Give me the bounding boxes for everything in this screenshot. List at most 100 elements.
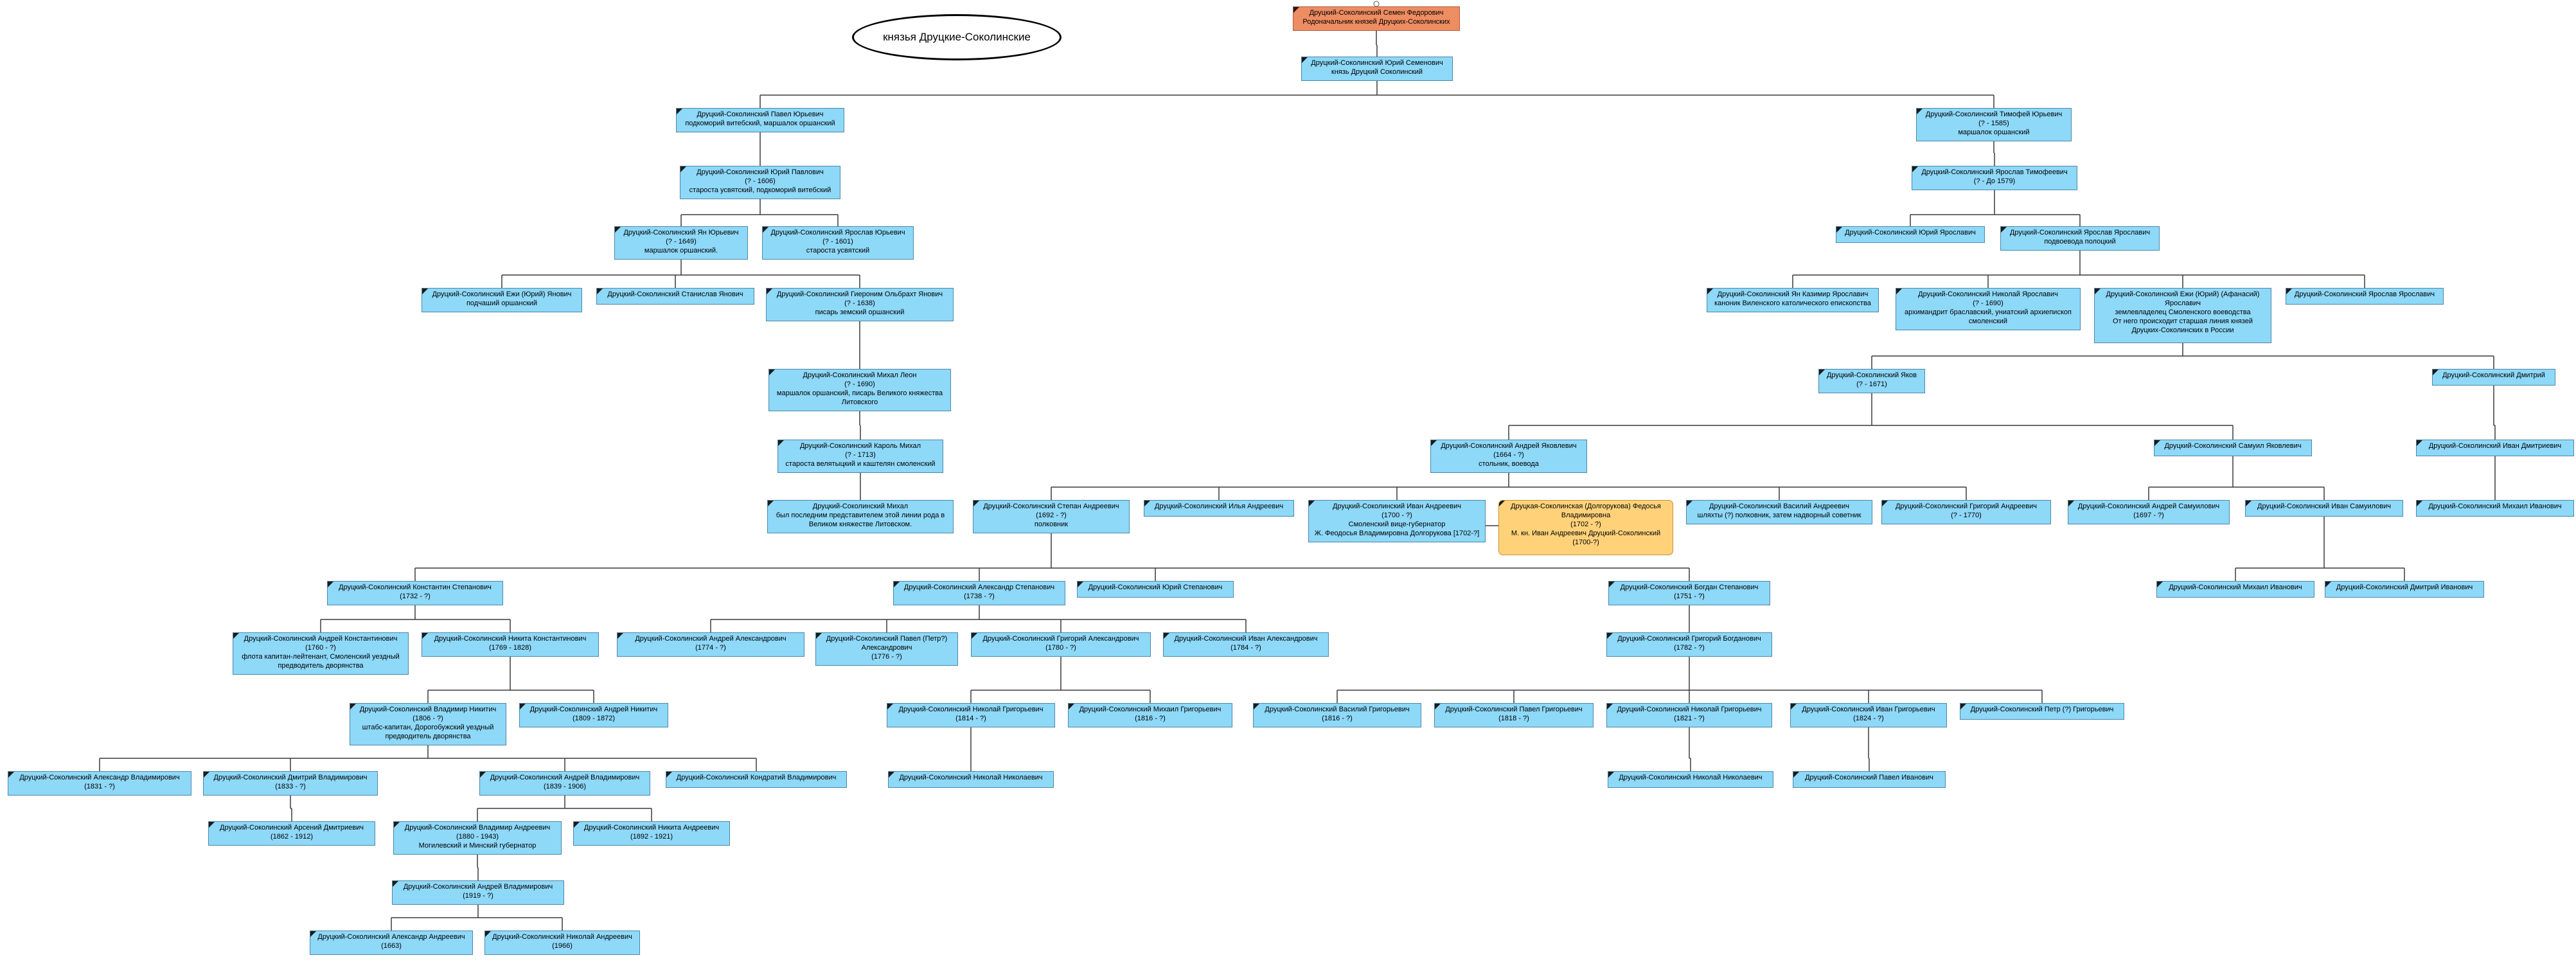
person-detail: (1816 - ?) xyxy=(1322,715,1353,722)
person-name: Друцкий-Соколинский Никита Андреевич xyxy=(583,824,720,832)
person-node-andrei-s[interactable]: Друцкий-Соколинский Андрей Самуилович(16… xyxy=(2068,500,2230,524)
person-node-ezhi-afanasi[interactable]: Друцкий-Соколинский Ежи (Юрий) (Афанасий… xyxy=(2094,288,2271,343)
person-detail: (1774 - ?) xyxy=(695,644,726,652)
person-node-karol[interactable]: Друцкий-Соколинский Кароль Михал(? - 171… xyxy=(777,440,943,473)
person-node-aleksandr-v[interactable]: Друцкий-Соколинский Александр Владимиров… xyxy=(8,771,191,796)
person-node-dmitri-iv[interactable]: Друцкий-Соколинский Дмитрий Иванович xyxy=(2325,581,2484,598)
person-node-nikolai-gr1[interactable]: Друцкий-Соколинский Николай Григорьевич(… xyxy=(887,703,1055,727)
person-name: Друцкий-Соколинский Илья Андреевич xyxy=(1154,503,1284,510)
person-detail: староста усвятский, подкоморий витебский xyxy=(689,186,831,194)
person-node-gieronim[interactable]: Друцкий-Соколинский Гиероним Ольбрахт Ян… xyxy=(766,288,954,321)
person-node-ilya[interactable]: Друцкий-Соколинский Илья Андреевич xyxy=(1144,500,1294,517)
person-node-yakov[interactable]: Друцкий-Соколинский Яков(? - 1671) xyxy=(1818,369,1925,393)
person-node-yuri-p[interactable]: Друцкий-Соколинский Юрий Павлович(? - 16… xyxy=(680,166,840,199)
person-name: Друцкий-Соколинский Михаил Иванович xyxy=(2169,583,2302,591)
person-detail: (? - 1690) xyxy=(844,380,875,388)
person-node-yaroslav-ya2[interactable]: Друцкий-Соколинский Ярослав Ярославич xyxy=(2286,288,2444,305)
person-detail: предводитель дворянства xyxy=(385,733,471,740)
person-node-ivan-s[interactable]: Друцкий-Соколинский Иван Самуилович xyxy=(2245,500,2403,517)
person-node-mikhail-leon[interactable]: Друцкий-Соколинский Михал Леон(? - 1690)… xyxy=(768,369,951,411)
person-detail: (1806 - ?) xyxy=(413,715,443,722)
person-node-andrei-ya[interactable]: Друцкий-Соколинский Андрей Яковлевич(166… xyxy=(1430,440,1587,473)
person-node-vasili-gr[interactable]: Друцкий-Соколинский Василий Григорьевич(… xyxy=(1253,703,1421,727)
person-detail: маршалок оршанский. xyxy=(644,247,718,254)
person-node-andrei-k[interactable]: Друцкий-Соколинский Андрей Константинови… xyxy=(233,632,409,675)
person-node-nikolai-ya[interactable]: Друцкий-Соколинский Николай Ярославич(? … xyxy=(1896,288,2081,330)
person-name: Друцкий-Соколинский Иван Александрович xyxy=(1174,635,1318,643)
person-node-stanislav-ya[interactable]: Друцкий-Соколинский Станислав Янович xyxy=(596,288,754,305)
person-detail: (? - 1601) xyxy=(822,238,853,245)
person-node-andrei-v[interactable]: Друцкий-Соколинский Андрей Владимирович(… xyxy=(479,771,650,796)
person-node-pavel-iv[interactable]: Друцкий-Соколинский Павел Иванович xyxy=(1793,771,1946,788)
person-node-andrei-n[interactable]: Друцкий-Соколинский Андрей Никитич(1809 … xyxy=(519,703,668,727)
person-detail: Владимировна xyxy=(1561,512,1611,519)
person-detail: (1821 - ?) xyxy=(1674,715,1705,722)
person-node-andrei-vl[interactable]: Друцкий-Соколинский Андрей Владимирович(… xyxy=(392,880,564,905)
person-detail: писарь земский оршанский xyxy=(815,308,905,316)
person-detail: Друцких-Соколинских в России xyxy=(2131,326,2234,334)
person-node-ivan-al[interactable]: Друцкий-Соколинский Иван Александрович(1… xyxy=(1163,632,1329,657)
person-node-aleksandr-st[interactable]: Друцкий-Соколинский Александр Степанович… xyxy=(893,581,1065,605)
person-node-nikita-k[interactable]: Друцкий-Соколинский Никита Константинови… xyxy=(422,632,599,657)
person-node-mikhail-gr[interactable]: Друцкий-Соколинский Михаил Григорьевич(1… xyxy=(1068,703,1232,727)
person-node-konstantin[interactable]: Друцкий-Соколинский Константин Степанови… xyxy=(327,581,503,605)
person-name: Друцкий-Соколинский Григорий Богданович xyxy=(1617,635,1761,643)
person-detail: подчаший оршанский xyxy=(466,299,538,307)
person-node-vladimir-n[interactable]: Друцкий-Соколинский Владимир Никитич (180… xyxy=(350,703,506,745)
person-node-nikolai-n2[interactable]: Друцкий-Соколинский Николай Николаевич xyxy=(1608,771,1773,788)
person-node-ivan-gr[interactable]: Друцкий-Соколинский Иван Григорьевич(182… xyxy=(1790,703,1947,727)
person-detail: От него происходит старшая линия князей xyxy=(2113,317,2253,325)
person-node-yaroslav-yu[interactable]: Друцкий-Соколинский Ярослав Юрьевич(? - … xyxy=(762,226,914,260)
person-node-nikolai-n1[interactable]: Друцкий-Соколинский Николай Николаевич xyxy=(888,771,1054,788)
person-node-pavel-gr[interactable]: Друцкий-Соколинский Павел Григорьевич(18… xyxy=(1434,703,1594,727)
person-node-dmitri-v[interactable]: Друцкий-Соколинский Дмитрий Владимирович… xyxy=(203,771,378,796)
person-node-bogdan[interactable]: Друцкий-Соколинский Богдан Степанович(17… xyxy=(1608,581,1770,605)
person-node-yan-yu[interactable]: Друцкий-Соколинский Ян Юрьевич(? - 1649)… xyxy=(614,226,748,260)
person-detail: староста усвятский xyxy=(806,247,870,254)
person-detail: (? - 1690) xyxy=(1973,299,2003,307)
person-node-samuil[interactable]: Друцкий-Соколинский Самуил Яковлевич xyxy=(2154,440,2312,456)
person-node-yuri-st[interactable]: Друцкий-Соколинский Юрий Степанович xyxy=(1077,581,1234,598)
person-node-ivan-a[interactable]: Друцкий-Соколинский Иван Андреевич(1700 … xyxy=(1308,500,1486,542)
person-name: Друцкий-Соколинский Владимир Андреевич xyxy=(404,824,551,832)
person-node-nikolai-an[interactable]: Друцкий-Соколинский Николай Андреевич(19… xyxy=(484,931,640,955)
person-node-mikhail-ivd[interactable]: Друцкий-Соколинский Михаил Иванович xyxy=(2416,500,2574,517)
person-node-yan-kazimir[interactable]: Друцкий-Соколинский Ян Казимир Ярославич… xyxy=(1707,288,1879,312)
person-node-andrei-al[interactable]: Друцкий-Соколинский Андрей Александрович… xyxy=(617,632,804,657)
person-name: Друцкий-Соколинский Юрий Ярославич xyxy=(1845,229,1976,236)
person-node-arseni-d[interactable]: Друцкий-Соколинский Арсений Дмитриевич(1… xyxy=(208,821,375,846)
person-node-nikolai-gr2[interactable]: Друцкий-Соколинский Николай Григорьевич(… xyxy=(1606,703,1772,727)
person-node-grigori-al[interactable]: Друцкий-Соколинский Григорий Александров… xyxy=(971,632,1151,657)
person-node-vladimir-a[interactable]: Друцкий-Соколинский Владимир Андреевич(1… xyxy=(393,821,562,855)
person-node-nikita-a[interactable]: Друцкий-Соколинский Никита Андреевич(189… xyxy=(573,821,730,846)
person-node-dmitri-top[interactable]: Друцкий-Соколинский Дмитрий xyxy=(2432,369,2555,386)
person-name: Друцкий-Соколинский Константин Степанови… xyxy=(339,583,492,591)
person-node-kondrati-v[interactable]: Друцкий-Соколинский Кондратий Владимиров… xyxy=(666,771,847,788)
person-node-petr-gr[interactable]: Друцкий-Соколинский Петр (?) Григорьевич xyxy=(1960,703,2124,720)
person-node-yuri-ya[interactable]: Друцкий-Соколинский Юрий Ярославич xyxy=(1836,226,1985,243)
person-node-timofei-yu[interactable]: Друцкий-Соколинский Тимофей Юрьевич(? - … xyxy=(1916,108,2072,141)
person-node-ivan-d[interactable]: Друцкий-Соколинский Иван Дмитриевич xyxy=(2416,440,2574,456)
person-detail: (? - 1638) xyxy=(844,299,875,307)
person-node-aleksandr-an[interactable]: Друцкий-Соколинский Александр Андреевич(… xyxy=(310,931,473,955)
person-node-fedosya[interactable]: Друцкая-Соколинская (Долгорукова) Федось… xyxy=(1498,500,1673,555)
person-detail: (1816 - ?) xyxy=(1135,715,1166,722)
person-node-stepan[interactable]: Друцкий-Соколинский Степан Андреевич(169… xyxy=(973,500,1130,533)
root-handle-icon[interactable] xyxy=(1373,1,1380,7)
person-name: Друцкий-Соколинский Владимир Никитич xyxy=(359,706,497,713)
person-node-mikhail-iv[interactable]: Друцкий-Соколинский Михаил Иванович xyxy=(2156,581,2314,598)
person-name: Друцкий-Соколинский Григорий Андреевич xyxy=(1895,503,2038,510)
person-node-pavel-al[interactable]: Друцкий-Соколинский Павел (Петр?)Алексан… xyxy=(815,632,958,666)
person-detail: (1814 - ?) xyxy=(955,715,986,722)
person-node-grigori-a[interactable]: Друцкий-Соколинский Григорий Андреевич(?… xyxy=(1881,500,2051,524)
person-detail: Литовского xyxy=(841,398,878,406)
person-node-yaroslav-t[interactable]: Друцкий-Соколинский Ярослав Тимофеевич(?… xyxy=(1912,166,2077,190)
person-node-grigori-b[interactable]: Друцкий-Соколинский Григорий Богданович(… xyxy=(1606,632,1772,657)
